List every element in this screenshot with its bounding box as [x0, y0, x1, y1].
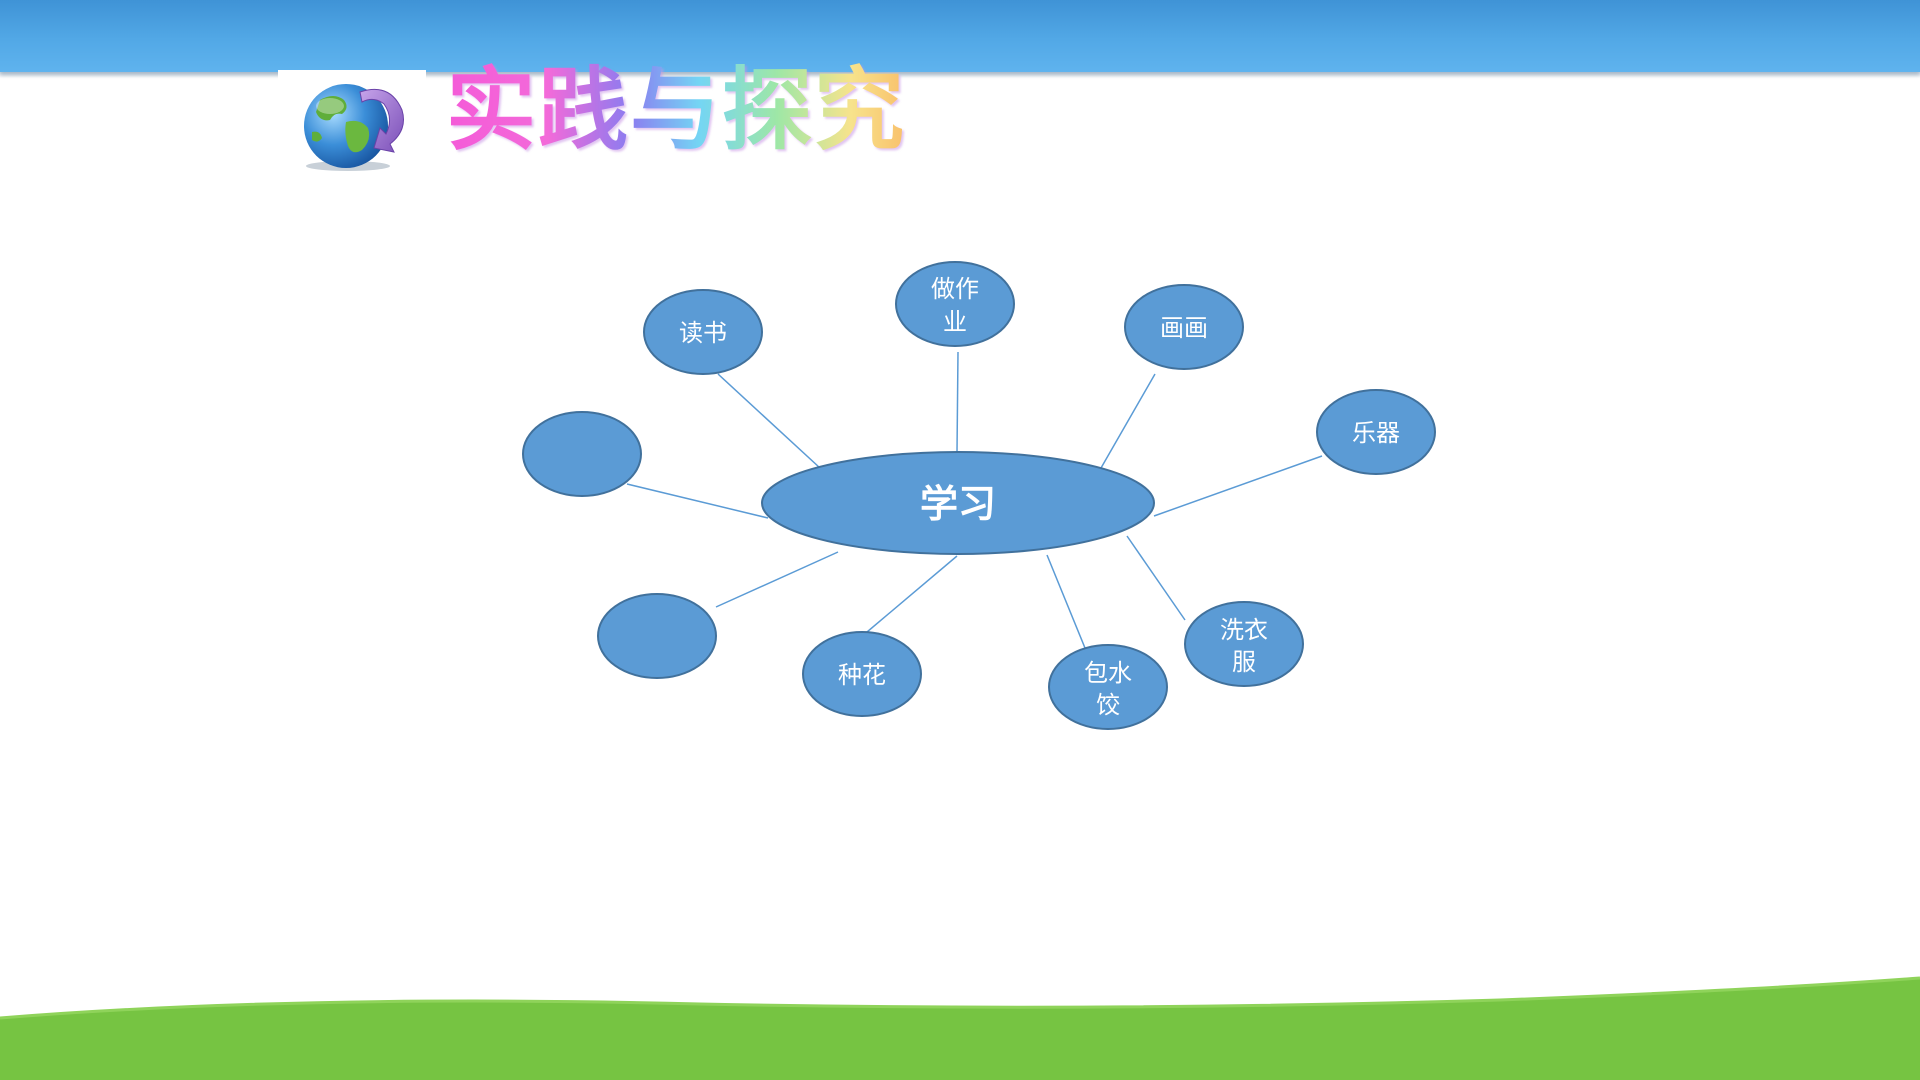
center-node-shape [761, 451, 1155, 555]
node-blank-lower [597, 593, 717, 679]
node-blank-lower-shape [597, 593, 717, 679]
node-draw: 画画 [1124, 284, 1244, 370]
connector-instrument [1153, 455, 1323, 517]
page-title: 实践与探究 [446, 56, 906, 166]
node-dumplings-label-line2: 饺 [1096, 691, 1120, 719]
node-laundry: 洗衣 服 [1184, 601, 1304, 687]
node-dumplings-shape [1048, 644, 1168, 730]
node-blank-left-shape [522, 411, 642, 497]
center-node-label: 学习 [920, 481, 996, 526]
node-draw-shape [1124, 284, 1244, 370]
globe-icon [304, 84, 404, 171]
node-dumplings: 包水 饺 [1048, 644, 1168, 730]
node-laundry-shape [1184, 601, 1304, 687]
connector-blank-left [626, 483, 769, 519]
node-read-shape [643, 289, 763, 375]
connector-draw [1100, 373, 1156, 469]
connector-homework [956, 351, 959, 453]
node-flowers-shape [802, 631, 922, 717]
node-laundry-label-line2: 服 [1232, 648, 1256, 676]
node-homework-shape [895, 261, 1015, 347]
connector-dumplings [1046, 554, 1086, 649]
node-read-label: 读书 [679, 319, 727, 347]
node-flowers: 种花 [802, 631, 922, 717]
node-instrument-shape [1316, 389, 1436, 475]
connector-blank-lower [715, 551, 839, 608]
logo-panel [278, 70, 426, 174]
node-dumplings-label-line1: 包水 [1084, 659, 1132, 687]
connector-laundry [1126, 535, 1186, 621]
node-laundry-label-line1: 洗衣 [1220, 616, 1268, 644]
node-homework-label-line1: 做作 [931, 275, 979, 303]
connector-read [717, 373, 821, 469]
node-instrument-label: 乐器 [1352, 419, 1400, 447]
node-homework: 做作 业 [895, 261, 1015, 347]
node-instrument: 乐器 [1316, 389, 1436, 475]
node-read: 读书 [643, 289, 763, 375]
node-flowers-label: 种花 [838, 661, 886, 689]
node-homework-label-line2: 业 [943, 308, 967, 336]
grass-ground [0, 976, 1920, 1080]
node-draw-label: 画画 [1160, 314, 1208, 342]
connectors [626, 351, 1323, 649]
node-blank-left [522, 411, 642, 497]
header-bar [0, 0, 1920, 78]
center-node: 学习 [761, 451, 1155, 555]
connector-flowers [866, 555, 958, 633]
